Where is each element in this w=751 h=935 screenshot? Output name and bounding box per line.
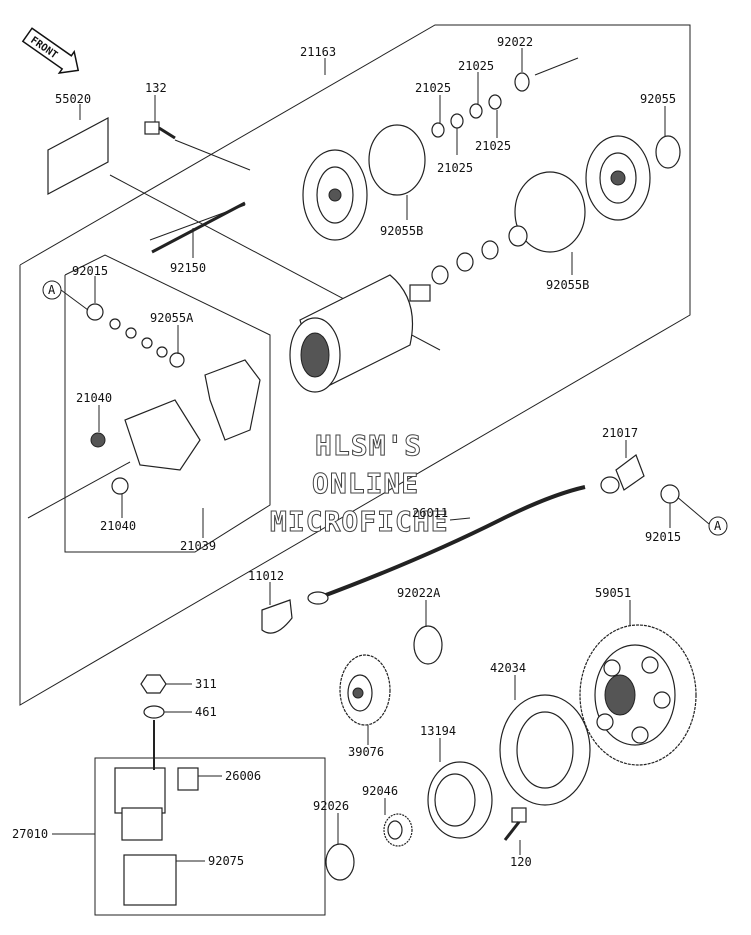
brush-holder-subframe — [64, 254, 271, 553]
part-label-13194[interactable]: 13194 — [420, 724, 456, 738]
part-label-21025-3[interactable]: 21025 — [475, 139, 511, 153]
part-label-11012[interactable]: 11012 — [248, 569, 284, 583]
part-label-21025-4[interactable]: 21025 — [437, 161, 473, 175]
part-label-92055b-lower[interactable]: 92055B — [546, 278, 589, 292]
part-label-27010[interactable]: 27010 — [12, 827, 48, 841]
callout-a-right-leader — [675, 495, 710, 525]
svg-text:HLSM'S: HLSM'S — [315, 429, 422, 462]
washer-461-part[interactable] — [143, 705, 165, 719]
part-label-92055[interactable]: 92055 — [640, 92, 676, 106]
label-sheet-part[interactable] — [47, 117, 109, 195]
brush-holder-part[interactable] — [86, 303, 261, 495]
starter-gear-59051-part[interactable] — [579, 624, 697, 766]
starter-assembly-frame — [19, 24, 691, 706]
svg-text:A: A — [48, 283, 56, 297]
part-label-21163[interactable]: 21163 — [300, 45, 336, 59]
terminal-boot-21017-part[interactable] — [600, 454, 645, 494]
part-label-26006[interactable]: 26006 — [225, 769, 261, 783]
part-label-92046[interactable]: 92046 — [362, 784, 398, 798]
part-label-92055b-upper[interactable]: 92055B — [380, 224, 423, 238]
needle-bearing-92046-part[interactable] — [383, 813, 413, 847]
part-label-92015-left[interactable]: 92015 — [72, 264, 108, 278]
washer-stack-21025[interactable] — [431, 72, 530, 138]
callout-a-right[interactable]: A — [708, 516, 728, 536]
svg-text:MICROFICHE: MICROFICHE — [270, 505, 449, 538]
terminal-cap-11012-part[interactable] — [261, 599, 293, 634]
front-direction-arrow-icon: FRONT — [21, 27, 80, 74]
idle-gear-39076-part[interactable] — [339, 654, 391, 726]
part-label-120[interactable]: 120 — [510, 855, 532, 869]
one-way-clutch-13194-part[interactable] — [427, 761, 493, 839]
starter-relay-27010-part[interactable] — [114, 720, 166, 841]
part-label-59051[interactable]: 59051 — [595, 586, 631, 600]
part-label-21039[interactable]: 21039 — [180, 539, 216, 553]
nut-311-part[interactable] — [140, 674, 167, 694]
svg-text:A: A — [714, 519, 722, 533]
fuse-26006-part[interactable] — [177, 767, 199, 791]
bolt-120-part[interactable] — [503, 807, 527, 841]
part-label-92055a[interactable]: 92055A — [150, 311, 194, 325]
part-label-92022a[interactable]: 92022A — [397, 586, 441, 600]
axis-line-brush — [27, 461, 131, 519]
leader-lines — [52, 48, 671, 862]
o-ring-92055-part[interactable] — [655, 135, 681, 169]
relay-cover-92075-part[interactable] — [123, 854, 177, 906]
part-label-21040-upper[interactable]: 21040 — [76, 391, 112, 405]
part-label-21025-1[interactable]: 21025 — [415, 81, 451, 95]
through-bolt-part[interactable] — [151, 201, 246, 254]
o-ring-92055b-upper[interactable] — [368, 124, 426, 196]
o-ring-92055b-lower[interactable] — [514, 171, 586, 253]
washer-92026-part[interactable] — [325, 843, 355, 881]
part-label-26011[interactable]: 26011 — [412, 506, 448, 520]
front-cover-part[interactable] — [585, 135, 651, 221]
part-label-92022[interactable]: 92022 — [497, 35, 533, 49]
part-label-55020[interactable]: 55020 — [55, 92, 91, 106]
part-label-461[interactable]: 461 — [195, 705, 217, 719]
callout-a-left-leader — [60, 289, 89, 311]
starter-cable-part[interactable] — [307, 485, 586, 605]
part-number-labels: 21163 92022 55020 132 21025 21025 21025 … — [12, 35, 681, 869]
part-label-42034[interactable]: 42034 — [490, 661, 526, 675]
rear-cover-part[interactable] — [302, 149, 368, 241]
part-label-92075[interactable]: 92075 — [208, 854, 244, 868]
part-label-311[interactable]: 311 — [195, 677, 217, 691]
axis-line-bolt — [174, 139, 251, 171]
part-label-21040-lower[interactable]: 21040 — [100, 519, 136, 533]
axis-line-top — [534, 57, 579, 76]
part-label-39076[interactable]: 39076 — [348, 745, 384, 759]
part-label-21017[interactable]: 21017 — [602, 426, 638, 440]
part-label-21025-2[interactable]: 21025 — [458, 59, 494, 73]
part-label-132[interactable]: 132 — [145, 81, 167, 95]
starter-clutch-42034-part[interactable] — [499, 694, 591, 806]
motor-yoke-part[interactable] — [289, 274, 431, 393]
bolt-132-part[interactable] — [144, 121, 176, 140]
svg-text:ONLINE: ONLINE — [312, 467, 419, 500]
washer-row-lower[interactable] — [431, 225, 528, 285]
part-label-92026[interactable]: 92026 — [313, 799, 349, 813]
washer-92022a-part[interactable] — [413, 625, 443, 665]
callout-a-left[interactable]: A — [42, 280, 62, 300]
nut-92015-part[interactable] — [660, 484, 680, 504]
relay-box-frame — [94, 757, 326, 916]
part-label-92150[interactable]: 92150 — [170, 261, 206, 275]
watermark: HLSM'S ONLINE MICROFICHE — [270, 429, 449, 539]
part-label-92015-right[interactable]: 92015 — [645, 530, 681, 544]
